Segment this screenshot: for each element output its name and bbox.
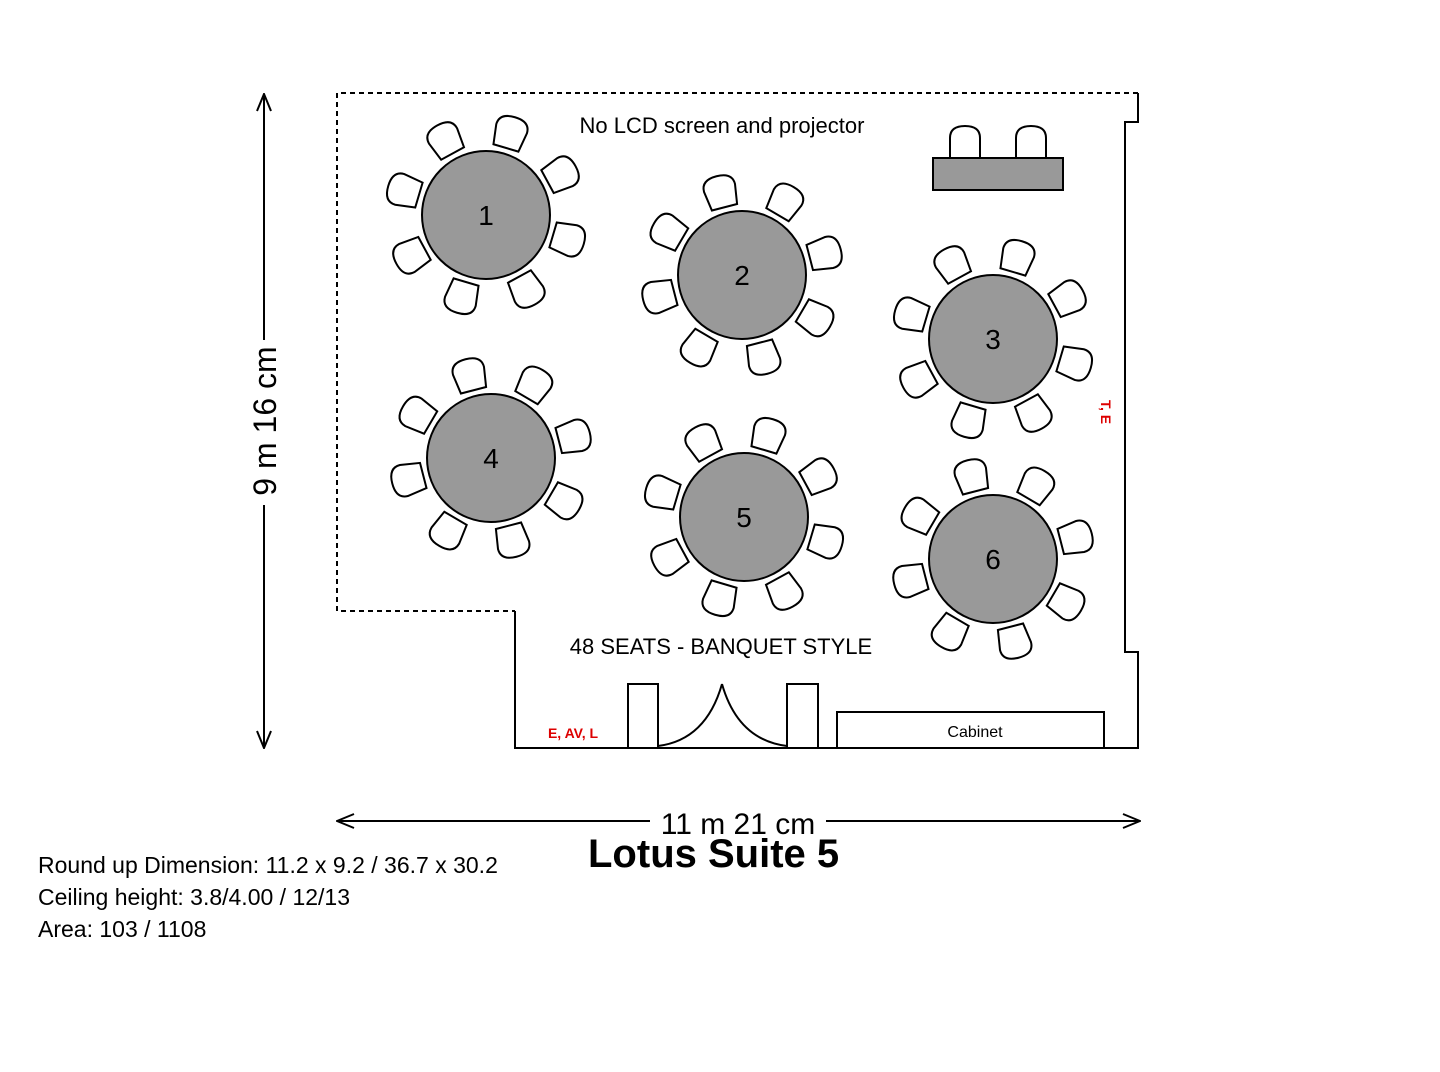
- chair: [643, 474, 682, 511]
- round-tables: 1 2 3 4 5 6: [385, 114, 1094, 660]
- chair: [750, 416, 787, 455]
- round-up-dimension: Round up Dimension: 11.2 x 9.2 / 36.7 x …: [38, 852, 498, 878]
- projector-note: No LCD screen and projector: [580, 113, 865, 138]
- chair: [426, 121, 466, 161]
- chair: [428, 510, 468, 551]
- chair: [805, 235, 843, 272]
- table-top: [426, 393, 556, 523]
- table-top: [928, 274, 1058, 404]
- table-number: 3: [985, 324, 1001, 355]
- chair: [543, 481, 584, 521]
- chair: [1045, 582, 1086, 622]
- chair: [806, 523, 845, 560]
- chair: [554, 418, 592, 455]
- table-top: [677, 210, 807, 340]
- chair: [999, 238, 1036, 277]
- chair: [641, 278, 679, 315]
- chair: [892, 296, 931, 333]
- chair: [933, 245, 973, 285]
- chair: [684, 423, 724, 463]
- chair: [548, 221, 587, 258]
- room-outline: [336, 92, 1139, 749]
- chair: [494, 521, 531, 559]
- chair: [540, 155, 580, 195]
- chair: [701, 579, 738, 618]
- chair: [390, 461, 428, 498]
- chair: [892, 562, 930, 599]
- chair: [950, 401, 987, 440]
- chair: [764, 571, 804, 611]
- table-number: 6: [985, 544, 1001, 575]
- width-dimension: 11 m 21 cm: [337, 808, 1140, 841]
- width-dimension-label: 11 m 21 cm: [661, 808, 816, 841]
- chair: [649, 212, 690, 252]
- chair: [798, 457, 838, 497]
- room-area: Area: 103 / 1108: [38, 916, 207, 942]
- table-top: [928, 494, 1058, 624]
- chair: [1016, 466, 1056, 507]
- chair: [443, 277, 480, 316]
- chair: [650, 537, 690, 577]
- table-number: 2: [734, 260, 750, 291]
- round-table-4: 4: [390, 357, 592, 559]
- chair: [900, 496, 941, 536]
- table-number: 4: [483, 443, 499, 474]
- chair: [1056, 519, 1094, 556]
- chair: [398, 395, 439, 435]
- chair: [1047, 279, 1087, 319]
- cabinet: [836, 711, 1105, 749]
- height-dimension-label: 9 m 16 cm: [247, 346, 283, 495]
- chair: [492, 114, 529, 153]
- chair: [506, 269, 546, 309]
- round-table-6: 6: [892, 458, 1094, 660]
- seating-note: 48 SEATS - BANQUET STYLE: [570, 634, 872, 659]
- table-top: [679, 452, 809, 582]
- chair: [745, 338, 782, 376]
- ceiling-height: Ceiling height: 3.8/4.00 / 12/13: [38, 884, 351, 910]
- chair: [996, 622, 1033, 660]
- table-number: 5: [736, 502, 752, 533]
- chair: [930, 611, 970, 652]
- table-top: [421, 150, 551, 280]
- chair: [514, 365, 554, 406]
- chair: [1055, 345, 1094, 382]
- chair: [794, 298, 835, 338]
- chair: [451, 357, 488, 395]
- round-table-1: 1: [385, 114, 587, 316]
- height-dimension: 9 m 16 cm: [247, 94, 283, 748]
- chair: [765, 182, 805, 223]
- chair: [679, 327, 719, 368]
- cabinet-label: Cabinet: [947, 724, 1003, 741]
- suite-title: Lotus Suite 5: [588, 832, 840, 876]
- chair: [702, 174, 739, 212]
- outlet-label-side: T, E: [1098, 400, 1114, 424]
- chair: [385, 172, 424, 209]
- round-table-2: 2: [641, 174, 843, 376]
- chair: [899, 359, 939, 399]
- chair: [1013, 393, 1053, 433]
- entrance-door: [627, 683, 819, 748]
- table-number: 1: [478, 200, 494, 231]
- chair: [392, 235, 432, 275]
- head-table: [932, 124, 1064, 191]
- outlet-label-bottom: E, AV, L: [548, 725, 599, 741]
- chair: [953, 458, 990, 496]
- round-table-5: 5: [643, 416, 845, 618]
- round-table-3: 3: [892, 238, 1094, 440]
